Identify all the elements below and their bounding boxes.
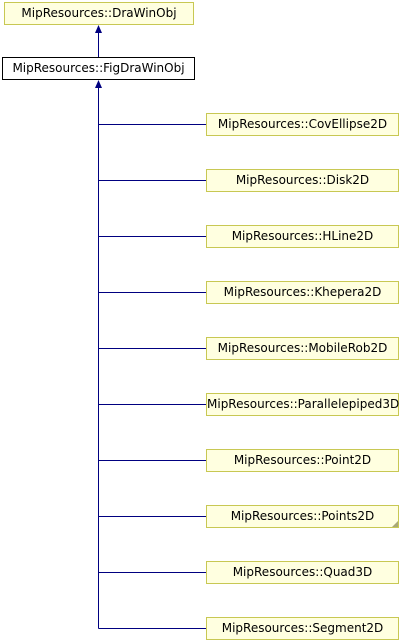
class-node-mobilerob2d[interactable]: MipResources::MobileRob2D <box>206 337 399 360</box>
class-node-khepera2d[interactable]: MipResources::Khepera2D <box>206 281 399 304</box>
class-node-points2d-label: MipResources::Points2D <box>230 509 375 523</box>
inheritance-arrowhead-icon <box>95 80 102 88</box>
inheritance-arrowhead-icon <box>95 25 102 33</box>
class-node-segment2d[interactable]: MipResources::Segment2D <box>206 617 399 640</box>
class-node-hline2d[interactable]: MipResources::HLine2D <box>206 225 399 248</box>
class-node-quad3d[interactable]: MipResources::Quad3D <box>206 561 399 584</box>
class-node-point2d[interactable]: MipResources::Point2D <box>206 449 399 472</box>
class-node-figdrawinobj: MipResources::FigDraWinObj <box>2 57 195 80</box>
class-node-disk2d[interactable]: MipResources::Disk2D <box>206 169 399 192</box>
class-node-covellipse2d[interactable]: MipResources::CovEllipse2D <box>206 113 399 136</box>
class-node-parallelepiped3d[interactable]: MipResources::Parallelepiped3D <box>206 393 399 416</box>
class-node-drawinobj[interactable]: MipResources::DraWinObj <box>4 2 194 25</box>
truncated-fold-icon <box>392 521 398 527</box>
class-node-points2d[interactable]: MipResources::Points2D <box>206 505 399 528</box>
